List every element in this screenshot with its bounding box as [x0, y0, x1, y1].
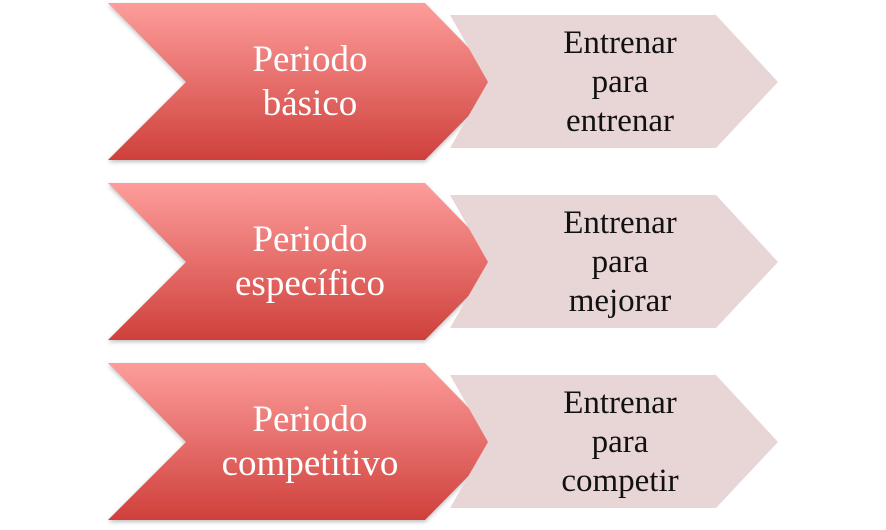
- period-line: Periodo: [252, 38, 368, 80]
- period-chevron: [108, 3, 502, 160]
- period-line: competitivo: [221, 442, 399, 484]
- goal-line: para: [591, 244, 649, 280]
- period-line: Periodo: [252, 398, 368, 440]
- goal-label: Entrenar para competir: [500, 375, 740, 510]
- goal-line: para: [591, 424, 649, 460]
- goal-chevron: [450, 375, 778, 508]
- goal-line: Entrenar: [563, 385, 677, 421]
- period-line: específico: [235, 262, 385, 304]
- period-label: Periodo básico: [150, 3, 470, 160]
- row-3-shapes: [108, 363, 778, 520]
- row-basic: Periodo básico Entrenar para entrenar: [0, 3, 886, 163]
- goal-line: competir: [561, 463, 679, 499]
- row-2-shapes: [108, 183, 778, 340]
- goal-label: Entrenar para mejorar: [500, 195, 740, 330]
- goal-line: Entrenar: [563, 205, 677, 241]
- goal-line: para: [591, 64, 649, 100]
- goal-line: Entrenar: [563, 25, 677, 61]
- period-label: Periodo específico: [150, 183, 470, 340]
- goal-chevron: [450, 195, 778, 328]
- goal-line: entrenar: [565, 103, 675, 139]
- period-line: básico: [262, 82, 358, 124]
- period-label: Periodo competitivo: [150, 363, 470, 520]
- period-chevron: [108, 183, 502, 340]
- period-chevron: [108, 363, 502, 520]
- row-competitive: Periodo competitivo Entrenar para compet…: [0, 363, 886, 523]
- goal-label: Entrenar para entrenar: [500, 15, 740, 150]
- row-1-shapes: [108, 3, 778, 160]
- goal-chevron: [450, 15, 778, 148]
- period-line: Periodo: [252, 218, 368, 260]
- goal-line: mejorar: [568, 283, 672, 319]
- row-specific: Periodo específico Entrenar para mejorar: [0, 183, 886, 343]
